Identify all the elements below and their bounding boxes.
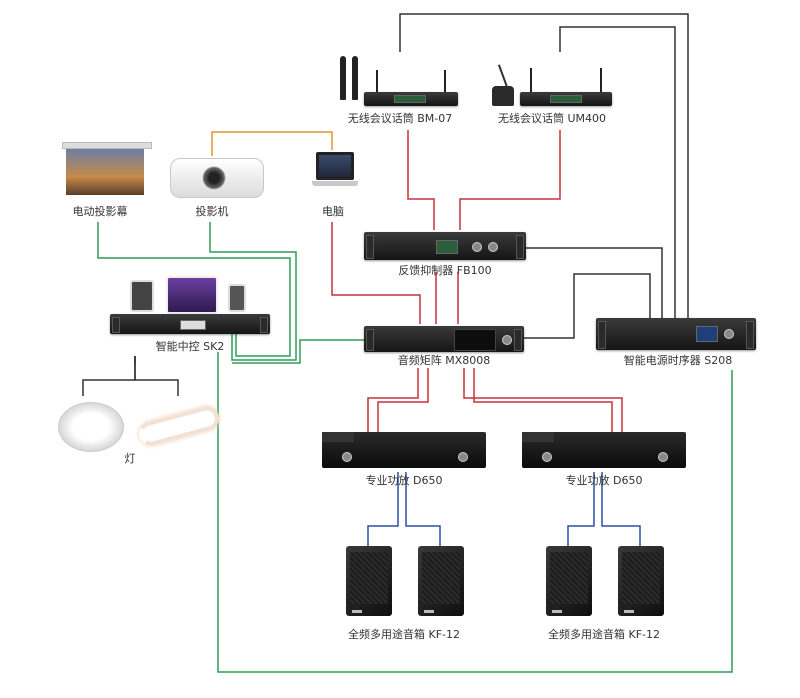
red-lines [331, 130, 623, 432]
handheld-mic-icon [340, 56, 346, 100]
gooseneck-mic-icon [492, 86, 514, 106]
tablet-icon [166, 276, 218, 314]
projector-label: 投影机 [195, 205, 229, 218]
downlight-icon [58, 402, 124, 452]
laptop-label: 电脑 [322, 205, 344, 218]
mic-bm07-device [336, 56, 460, 108]
amplifier-2-device [522, 432, 686, 468]
handheld-mic-icon [352, 56, 358, 100]
screen-label: 电动投影幕 [72, 205, 128, 218]
amp2-label: 专业功放 D650 [565, 474, 643, 487]
mic-um400-label: 无线会议话筒 UM400 [497, 112, 607, 125]
lens-icon [202, 166, 226, 190]
laptop-device [312, 152, 358, 192]
black-lines [82, 13, 689, 396]
feedback-suppressor-device [364, 232, 526, 260]
green-lines [97, 222, 733, 673]
audio-matrix-device [364, 326, 524, 352]
central-control-device [110, 276, 270, 338]
amp1-label: 专业功放 D650 [365, 474, 443, 487]
power-label: 智能电源时序器 S208 [623, 354, 733, 367]
projection-screen-device [62, 142, 152, 198]
speaker-icon [346, 546, 392, 616]
speaker-icon [546, 546, 592, 616]
receiver-icon [364, 92, 458, 106]
led-strip-icon [136, 403, 222, 449]
spk1-label: 全频多用途音箱 KF-12 [347, 628, 461, 641]
amplifier-1-device [322, 432, 486, 468]
mic-bm07-label: 无线会议话筒 BM-07 [347, 112, 453, 125]
tablet-icon [130, 280, 154, 312]
power-sequencer-device [596, 318, 756, 350]
projector-device [170, 152, 264, 198]
spk2-label: 全频多用途音箱 KF-12 [547, 628, 661, 641]
phone-icon [228, 284, 246, 312]
receiver-icon [520, 92, 612, 106]
matrix-label: 音频矩阵 MX8008 [397, 354, 491, 367]
light-label: 灯 [124, 452, 136, 465]
speaker-icon [418, 546, 464, 616]
control-label: 智能中控 SK2 [155, 340, 225, 353]
mic-um400-device [492, 60, 614, 108]
speaker-icon [618, 546, 664, 616]
orange-line [211, 131, 333, 156]
feedback-label: 反馈抑制器 FB100 [398, 264, 492, 277]
blue-lines [367, 472, 641, 546]
screen-image-icon [66, 149, 144, 195]
